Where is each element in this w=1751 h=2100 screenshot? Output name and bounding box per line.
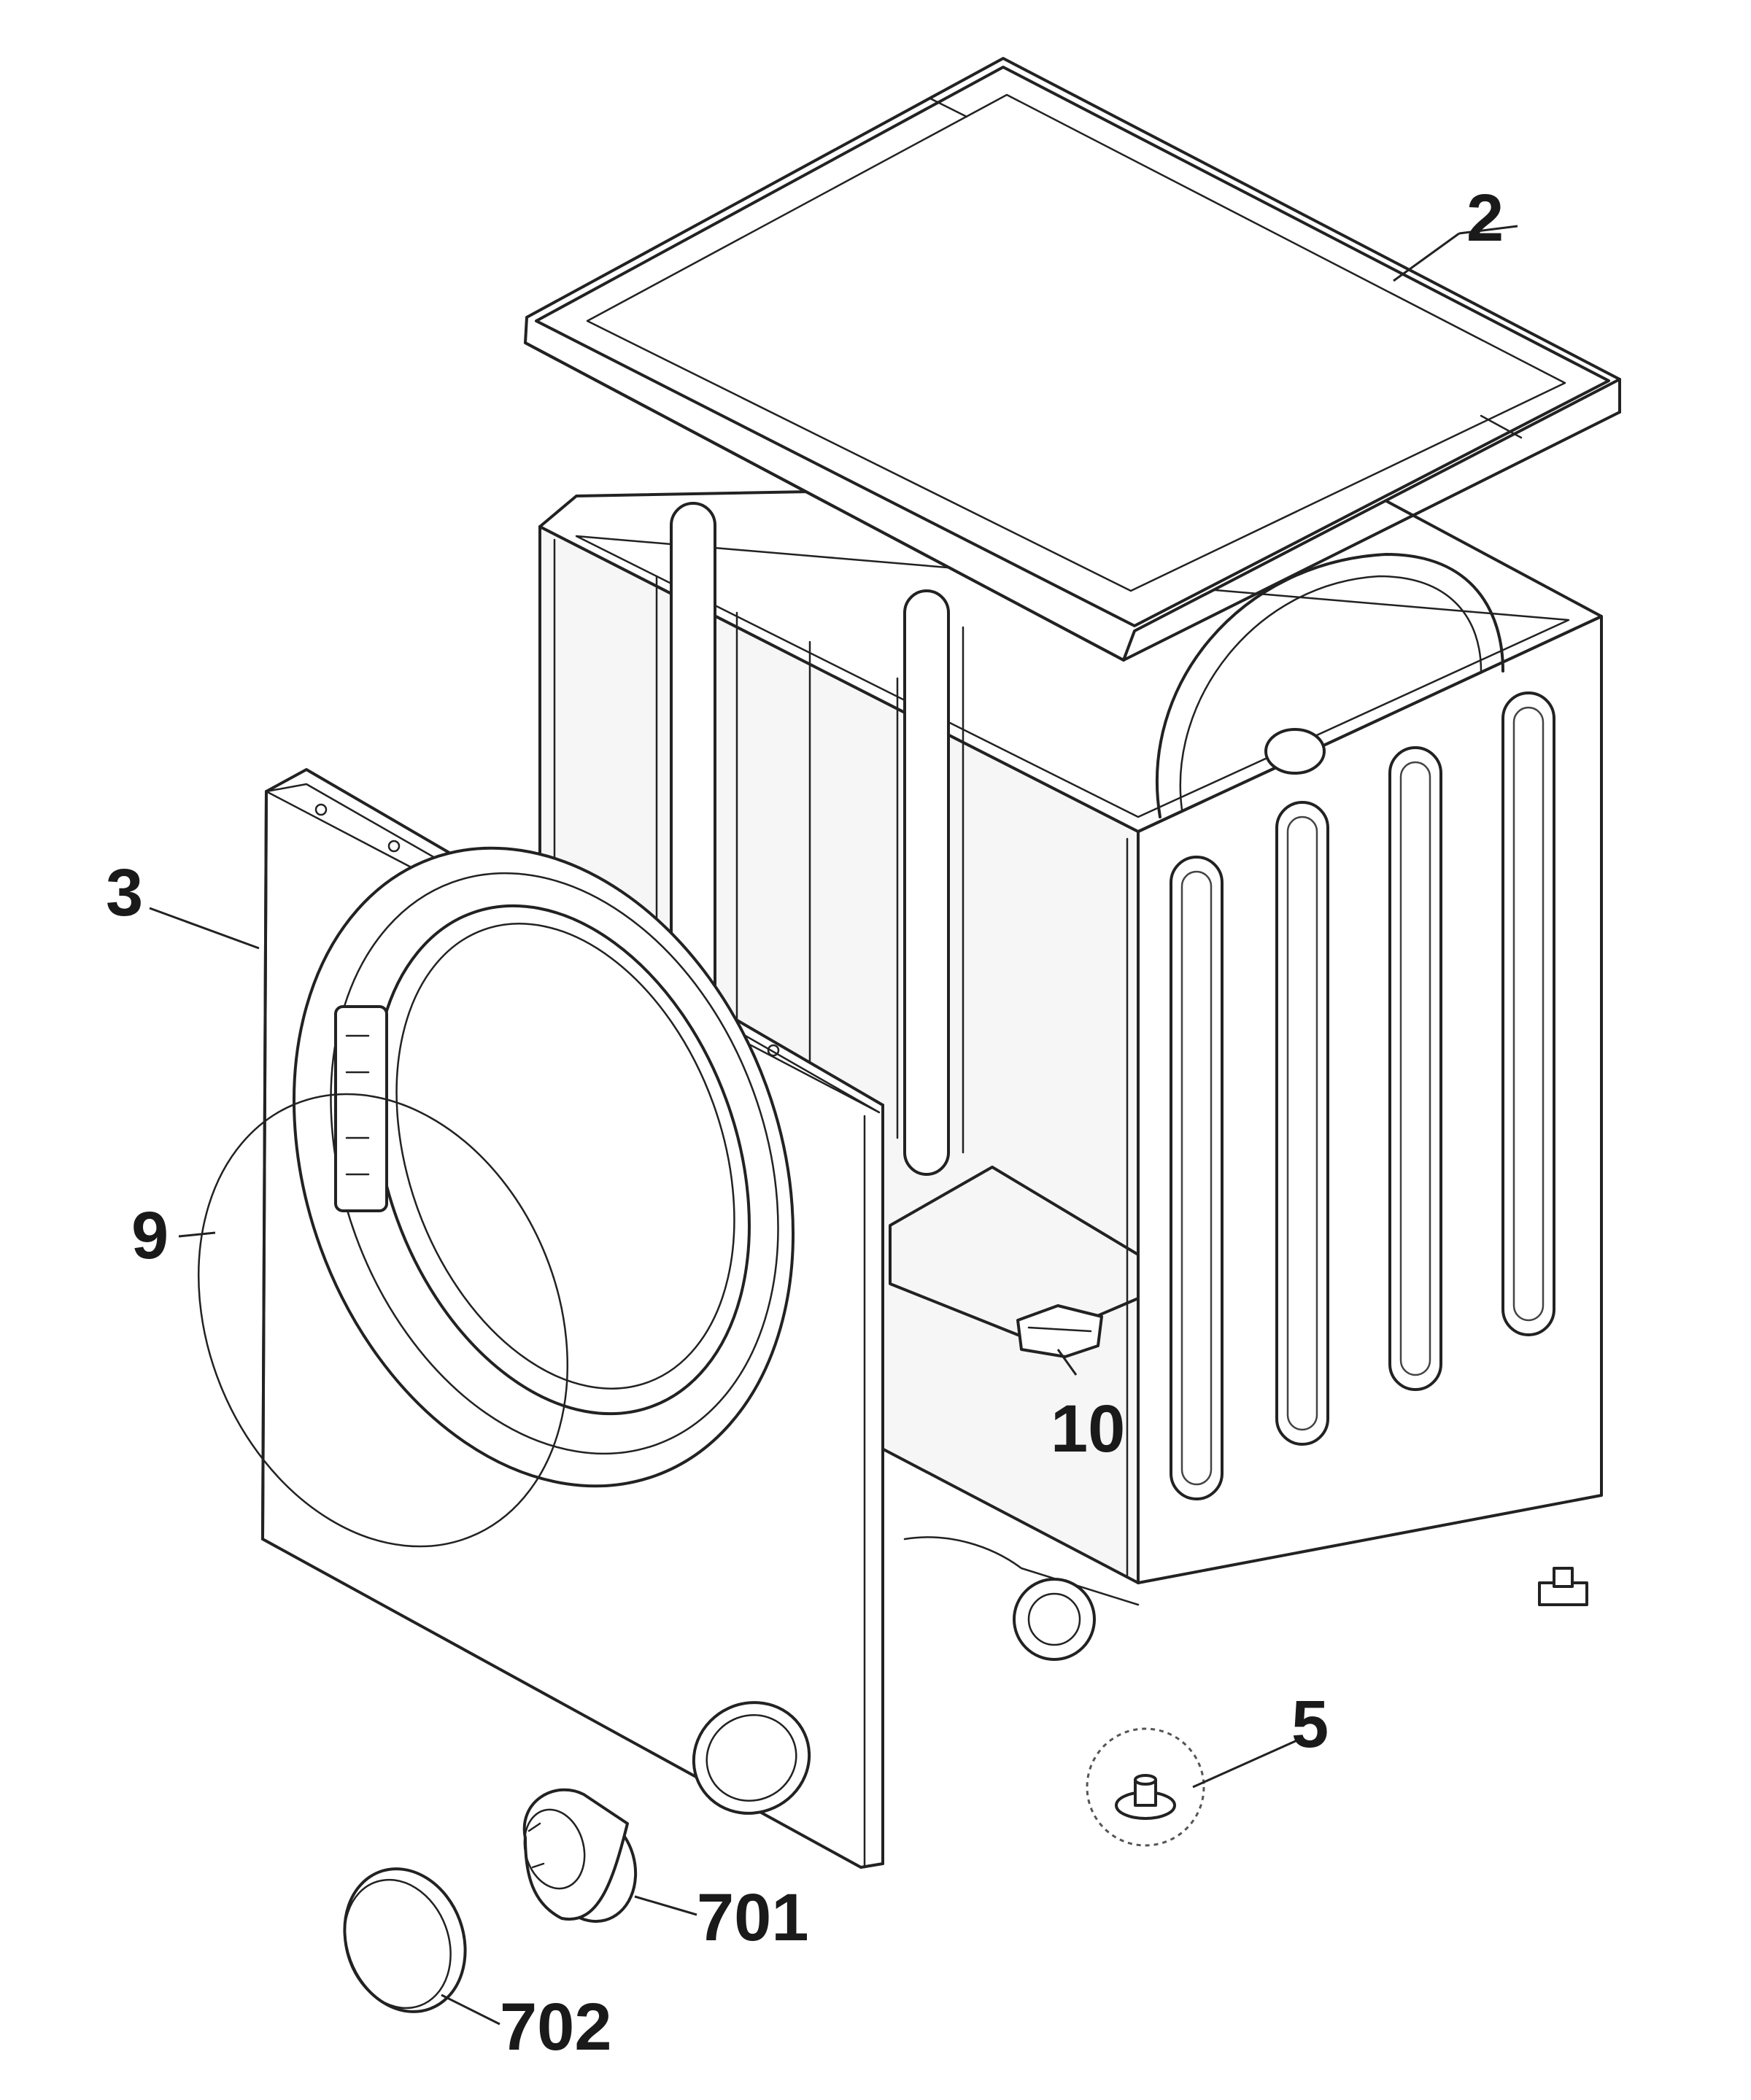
callout-labels: 2 3 9 10 5 701 702 [106, 181, 1504, 2064]
top-cover [524, 57, 1621, 662]
callout-3: 3 [106, 856, 143, 930]
adjustable-foot [1086, 1727, 1205, 1847]
callout-702: 702 [500, 1990, 612, 2064]
callout-5: 5 [1291, 1687, 1329, 1762]
callout-10: 10 [1051, 1392, 1125, 1466]
callout-9: 9 [131, 1198, 169, 1273]
callout-2: 2 [1466, 181, 1504, 255]
leader-lines [149, 225, 1518, 2026]
front-panel [197, 768, 884, 1869]
filter-cap [343, 1867, 467, 2013]
callout-701: 701 [697, 1880, 809, 1955]
filter-housing [522, 1788, 638, 1923]
